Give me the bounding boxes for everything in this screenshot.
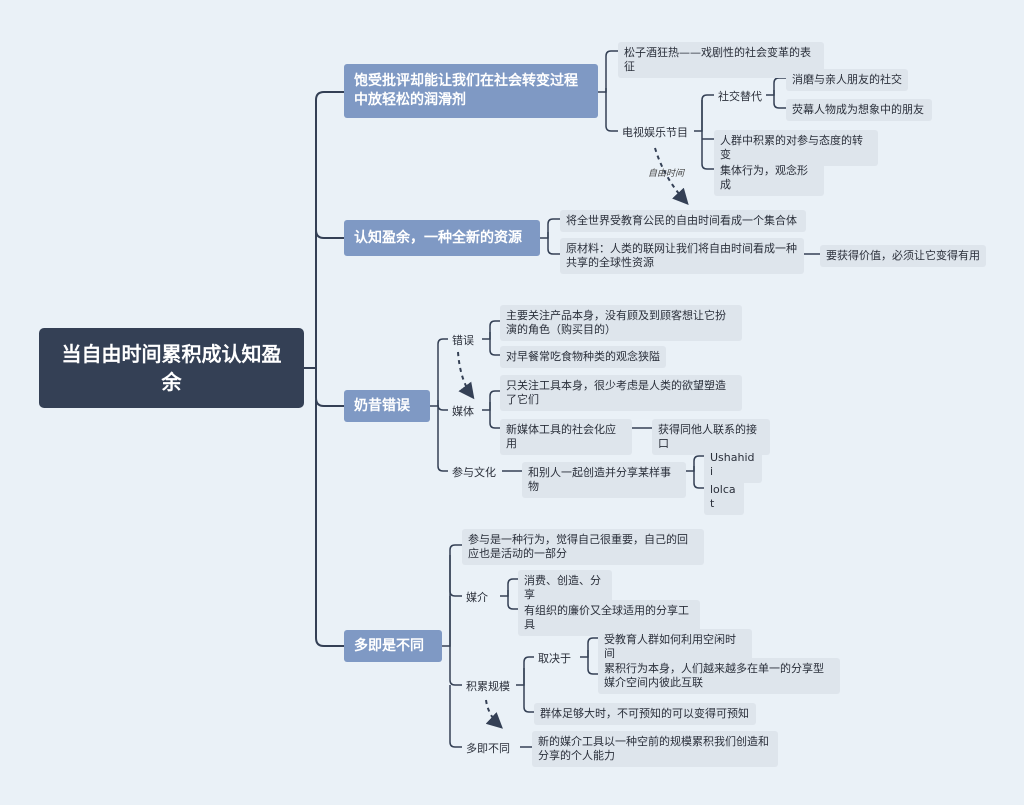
topic-media[interactable]: 媒体 bbox=[452, 405, 474, 418]
branch-more-is-different[interactable]: 多即是不同 bbox=[344, 630, 442, 662]
branch-milkshake-mistake-label: 奶昔错误 bbox=[354, 397, 410, 414]
branch-milkshake-mistake[interactable]: 奶昔错误 bbox=[344, 390, 430, 422]
topic-tv-entertainment[interactable]: 电视娱乐节目 bbox=[622, 126, 688, 139]
topic-more-different[interactable]: 多即不同 bbox=[466, 742, 510, 755]
topic-ability[interactable]: 新的媒介工具以一种空前的规模累积我们创造和分享的个人能力 bbox=[532, 731, 778, 767]
topic-gin-craze[interactable]: 松子酒狂热——戏剧性的社会变革的表征 bbox=[618, 42, 824, 78]
topic-accumulation-act[interactable]: 累积行为本身，人们越来越多在单一的分享型媒介空间内彼此互联 bbox=[598, 658, 840, 694]
topic-share-creation[interactable]: 和别人一起创造并分享某样事物 bbox=[522, 462, 686, 498]
topic-lolcat[interactable]: lolcat bbox=[704, 479, 744, 515]
root-topic: 当自由时间累积成认知盈余 bbox=[39, 328, 304, 408]
topic-social-b[interactable]: 荧幕人物成为想象中的朋友 bbox=[786, 99, 932, 121]
topic-predictable[interactable]: 群体足够大时，不可预知的可以变得可预知 bbox=[534, 703, 756, 725]
topic-social-application[interactable]: 新媒体工具的社会化应用 bbox=[500, 419, 632, 455]
relation-free-time-label: 自由时间 bbox=[648, 169, 685, 179]
topic-raw-material[interactable]: 原材料：人类的联网让我们将自由时间看成一种共享的全球性资源 bbox=[560, 238, 804, 274]
topic-value[interactable]: 要获得价值，必须让它变得有用 bbox=[820, 245, 986, 267]
topic-social-substitute[interactable]: 社交替代 bbox=[718, 90, 762, 103]
topic-breakfast[interactable]: 对早餐常吃食物种类的观念狭隘 bbox=[500, 346, 666, 368]
topic-tool-only[interactable]: 只关注工具本身，很少考虑是人类的欲望塑造了它们 bbox=[500, 375, 742, 411]
topic-ushahidi[interactable]: Ushahidi bbox=[704, 447, 762, 483]
branch-cognitive-surplus-label: 认知盈余，一种全新的资源 bbox=[354, 229, 522, 246]
root-title: 当自由时间累积成认知盈余 bbox=[61, 342, 282, 394]
topic-collective[interactable]: 集体行为，观念形成 bbox=[714, 160, 824, 196]
topic-world-time[interactable]: 将全世界受教育公民的自由时间看成一个集合体 bbox=[560, 210, 806, 232]
topic-mistake[interactable]: 错误 bbox=[452, 334, 474, 347]
branch-more-is-different-label: 多即是不同 bbox=[354, 637, 424, 654]
topic-social-a[interactable]: 消磨与亲人朋友的社交 bbox=[786, 69, 908, 91]
topic-accumulated-scale[interactable]: 积累规模 bbox=[466, 680, 510, 693]
topic-participation-act[interactable]: 参与是一种行为，觉得自己很重要，自己的回应也是活动的一部分 bbox=[462, 529, 704, 565]
branch-lubricant-label: 饱受批评却能让我们在社会转变过程中放轻松的润滑剂 bbox=[354, 73, 578, 108]
topic-medium[interactable]: 媒介 bbox=[466, 591, 488, 604]
branch-lubricant[interactable]: 饱受批评却能让我们在社会转变过程中放轻松的润滑剂 bbox=[344, 64, 598, 118]
topic-depends-on[interactable]: 取决于 bbox=[538, 652, 571, 665]
branch-cognitive-surplus[interactable]: 认知盈余，一种全新的资源 bbox=[344, 220, 540, 256]
topic-product-focus[interactable]: 主要关注产品本身，没有顾及到顾客想让它扮演的角色（购买目的） bbox=[500, 305, 742, 341]
topic-participation-culture[interactable]: 参与文化 bbox=[452, 466, 496, 479]
